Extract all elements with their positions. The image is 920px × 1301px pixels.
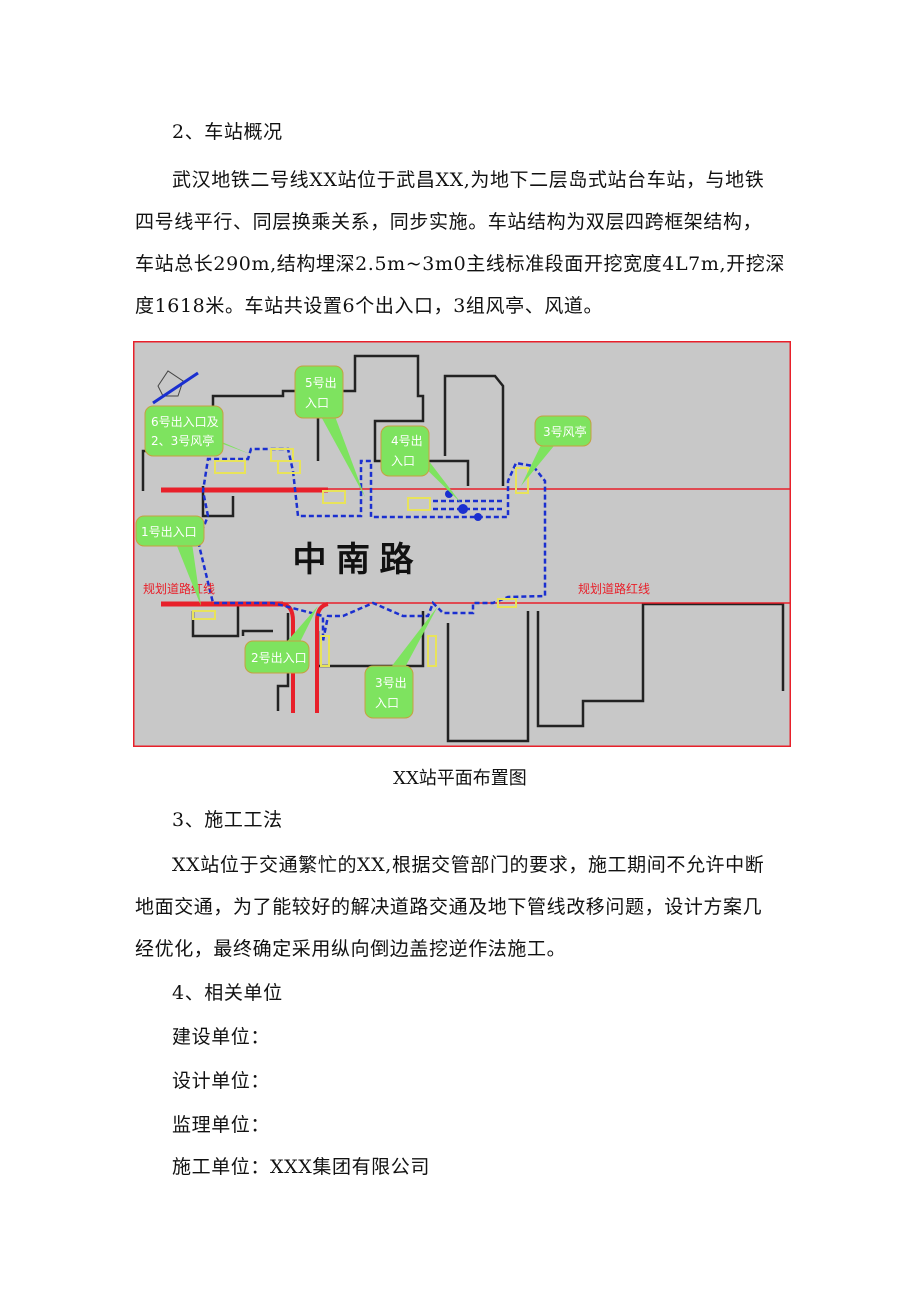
red-line-label-left: 规划道路红线 — [143, 581, 215, 596]
paragraph-line: 经优化，最终确定采用纵向倒边盖挖逆作法施工。 — [135, 938, 567, 960]
unit-item: 监理单位： — [172, 1114, 271, 1136]
callout-exit1: 1号出入口 — [141, 525, 197, 539]
paragraph-line: XX站位于交通繁忙的XX,根据交管部门的要求，施工期间不允许中断 — [172, 854, 765, 876]
callout-exit3: 3号出 — [375, 676, 407, 690]
unit-item: 施工单位：XXX集团有限公司 — [172, 1156, 430, 1178]
section-heading: 4、相关单位 — [172, 982, 283, 1004]
callout-exit3-line2: 入口 — [375, 696, 399, 710]
red-line-label-right: 规划道路红线 — [578, 581, 650, 596]
section-heading: 3、施工工法 — [172, 809, 283, 831]
callout-exit5-line2: 入口 — [305, 396, 329, 410]
callout-exit5: 5号出 — [305, 376, 337, 390]
station-layout-diagram: 中 南 路 规划道路红线 规划道路红线 6号出入口及 2、3号风亭 5号出 入口… — [133, 341, 791, 747]
paragraph-line: 地面交通，为了能较好的解决道路交通及地下管线改移问题，设计方案几 — [135, 896, 763, 918]
callout-exit4-line2: 入口 — [391, 454, 415, 468]
callout-exit2: 2号出入口 — [251, 651, 307, 665]
figure-caption: XX站平面布置图 — [393, 768, 527, 789]
callout-exit6: 6号出入口及 — [151, 415, 219, 429]
section-heading: 2、车站概况 — [172, 121, 283, 143]
callout-vent3: 3号风亭 — [543, 424, 587, 439]
road-name: 中 南 路 — [293, 541, 415, 579]
callout-exit6-line2: 2、3号风亭 — [151, 433, 214, 448]
unit-item: 建设单位： — [172, 1026, 271, 1048]
unit-item: 设计单位： — [172, 1070, 271, 1092]
paragraph-line: 四号线平行、同层换乘关系，同步实施。车站结构为双层四跨框架结构， — [135, 211, 763, 233]
paragraph-line: 车站总长290m,结构埋深2.5m~3m0主线标准段面开挖宽度4L7m,开挖深 — [135, 253, 785, 275]
callout-exit4: 4号出 — [391, 434, 423, 448]
paragraph-line: 武汉地铁二号线XX站位于武昌XX,为地下二层岛式站台车站，与地铁 — [172, 169, 765, 191]
paragraph-line: 度1618米。车站共设置6个出入口，3组风亭、风道。 — [135, 295, 604, 317]
